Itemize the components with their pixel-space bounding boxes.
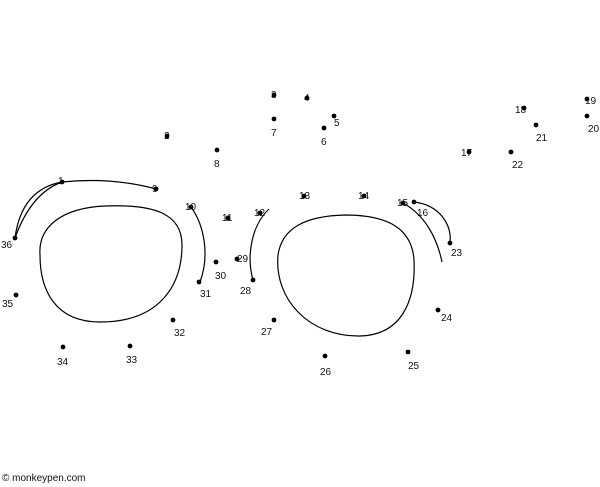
right-bridge-line [249,208,270,281]
dot-label-30: 30 [215,271,227,282]
dot-label-32: 32 [174,328,186,339]
dot-label-22: 22 [512,160,524,171]
dot-18[interactable] [521,105,527,111]
dot-1[interactable] [59,179,65,185]
dot-23[interactable] [447,240,453,246]
dot-33[interactable] [127,343,133,349]
dot-label-13: 13 [299,191,311,202]
dot-26[interactable] [322,353,328,359]
left-bridge-line [190,206,206,283]
dot-label-11: 11 [222,213,233,224]
dot-label-19: 19 [585,96,597,107]
dot-label-27: 27 [261,327,273,338]
dot-label-26: 26 [320,367,332,378]
dot-label-10: 10 [185,202,197,213]
dot-9[interactable] [153,186,159,192]
dot-5[interactable] [331,113,337,119]
dot-27[interactable] [271,317,277,323]
dot-label-5: 5 [334,118,340,129]
dot-label-2: 2 [164,131,170,142]
dot-label-8: 8 [214,159,220,170]
dot-label-24: 24 [441,313,453,324]
dot-29[interactable] [234,256,240,262]
dot-21[interactable] [533,122,539,128]
dot-label-21: 21 [536,133,548,144]
dot-label-4: 4 [304,93,310,104]
dot-label-1: 1 [58,176,64,187]
dot-36[interactable] [12,235,18,241]
dot-15[interactable] [400,200,406,206]
dot-label-31: 31 [200,289,212,300]
dot-7[interactable] [271,116,277,122]
left-brow-inner-line [14,181,63,239]
dot-2[interactable] [164,133,170,139]
right-temple-outer-line [413,201,451,244]
dot-label-6: 6 [321,137,327,148]
right-temple-inner-line [402,202,443,263]
dot-14[interactable] [361,193,367,199]
dot-24[interactable] [435,307,441,313]
dot-12[interactable] [257,210,263,216]
dot-label-35: 35 [2,299,14,310]
dot-label-34: 34 [57,357,69,368]
dot-label-16: 16 [417,208,429,219]
dot-13[interactable] [301,193,307,199]
dot-30[interactable] [213,259,219,265]
dot-label-33: 33 [126,355,138,366]
dot-label-25: 25 [408,361,420,372]
dot-3[interactable] [271,92,277,98]
dot-10[interactable] [188,204,194,210]
dot-label-12: 12 [254,208,266,219]
dot-label-36: 36 [1,240,13,251]
dot-32[interactable] [170,317,176,323]
dot-31[interactable] [196,279,202,285]
dot-16[interactable] [411,199,417,205]
dot-19[interactable] [584,96,590,102]
dot-label-15: 15 [397,198,409,209]
dot-20[interactable] [584,113,590,119]
dot-6[interactable] [321,125,327,131]
dot-25[interactable] [405,349,411,355]
dot-label-3: 3 [271,90,277,101]
dot-8[interactable] [214,147,220,153]
left-lens-outline [39,205,183,323]
dot-label-23: 23 [451,248,463,259]
dot-label-28: 28 [240,286,252,297]
site-credit: © monkeypen.com [2,473,86,484]
dot-label-20: 20 [588,124,600,135]
dot-label-29: 29 [237,254,249,265]
dot-34[interactable] [60,344,66,350]
dot-label-9: 9 [152,184,158,195]
dot-22[interactable] [508,149,514,155]
dot-4[interactable] [304,95,310,101]
right-lens-outline [277,214,415,337]
dot-label-18: 18 [515,105,527,116]
left-brow-line [14,179,157,239]
dot-17[interactable] [466,149,472,155]
dot-28[interactable] [250,277,256,283]
dot-label-17: 17 [461,148,473,159]
dot-label-14: 14 [358,191,370,202]
dot-35[interactable] [13,292,19,298]
lens-outlines [14,179,451,337]
dot-11[interactable] [225,215,231,221]
dot-label-7: 7 [271,128,277,139]
